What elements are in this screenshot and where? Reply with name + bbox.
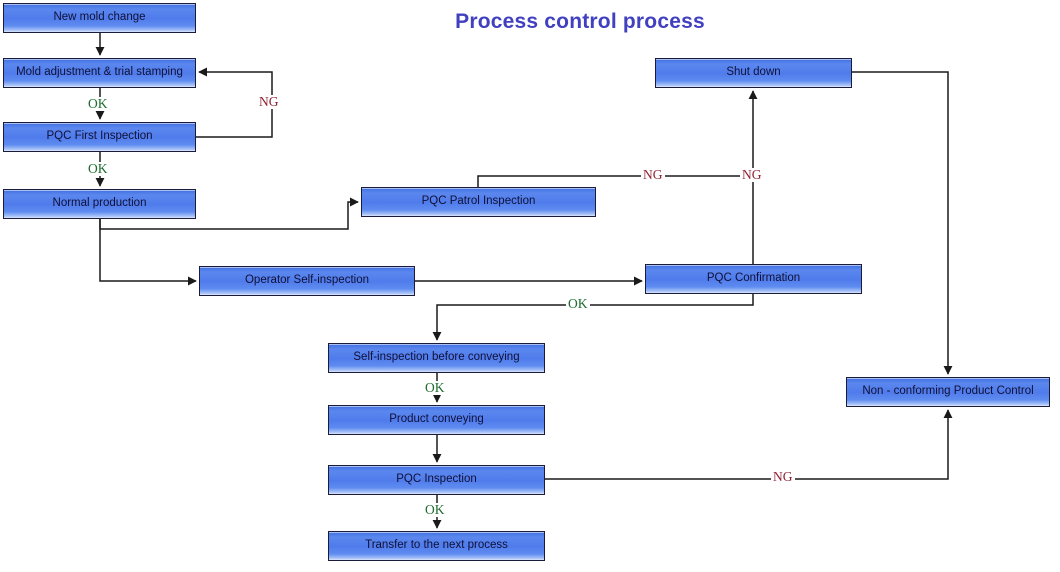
edge-label-ok_self_to_conveying: OK — [423, 380, 447, 395]
connector-inspection-to-ncp — [545, 409, 953, 480]
node-label: PQC First Inspection — [46, 130, 153, 143]
node-operator_self_inspection[interactable]: Operator Self-inspection — [199, 266, 415, 296]
node-label: Shut down — [726, 66, 781, 79]
node-non_conforming[interactable]: Non - conforming Product Control — [846, 377, 1050, 407]
node-label: PQC Patrol Inspection — [421, 195, 536, 208]
node-label: Product conveying — [389, 413, 484, 426]
page-title: Process control process — [455, 10, 705, 33]
node-label: Mold adjustment & trial stamping — [16, 66, 183, 79]
node-self_inspection_before[interactable]: Self-inspection before conveying — [328, 343, 545, 373]
edge-label-ok_first_to_normal: OK — [86, 161, 110, 176]
edge-label-ok_inspection_to_next: OK — [423, 502, 447, 517]
node-label: Normal production — [52, 197, 147, 210]
node-transfer_next_process[interactable]: Transfer to the next process — [328, 531, 545, 561]
node-label: Operator Self-inspection — [244, 274, 369, 287]
node-label: New mold change — [53, 11, 146, 24]
node-shut_down[interactable]: Shut down — [655, 58, 852, 88]
edge-label-ng_confirm_to_shutdown: NG — [740, 167, 764, 182]
node-label: Transfer to the next process — [365, 539, 508, 552]
connector-shutdown-to-ncp — [852, 71, 953, 375]
node-pqc_patrol_inspection[interactable]: PQC Patrol Inspection — [361, 187, 596, 217]
node-new_mold_change[interactable]: New mold change — [3, 3, 196, 33]
node-mold_adjustment[interactable]: Mold adjustment & trial stamping — [3, 58, 196, 88]
node-label: PQC Inspection — [396, 473, 477, 486]
node-label: PQC Confirmation — [706, 272, 801, 285]
connector-confirm-to-selfinsp — [432, 294, 754, 341]
edge-label-ng_patrol_to_line: NG — [641, 167, 665, 182]
edge-label-ok_mold_to_first: OK — [86, 96, 110, 111]
node-pqc_first_inspection[interactable]: PQC First Inspection — [3, 122, 196, 152]
edge-label-ng_inspection_to_ncp: NG — [771, 469, 795, 484]
node-label: Self-inspection before conveying — [353, 351, 520, 364]
edge-label-ng_first_to_mold: NG — [257, 94, 281, 109]
node-product_conveying[interactable]: Product conveying — [328, 405, 545, 435]
edge-label-ok_confirm_to_self: OK — [566, 296, 590, 311]
connector-patrol-to-shutdown — [477, 175, 753, 187]
node-pqc_confirmation[interactable]: PQC Confirmation — [645, 264, 862, 294]
connector-normal-to-operator — [99, 219, 197, 286]
node-pqc_inspection[interactable]: PQC Inspection — [328, 465, 545, 495]
node-label: Non - conforming Product Control — [862, 385, 1034, 398]
node-normal_production[interactable]: Normal production — [3, 189, 196, 219]
